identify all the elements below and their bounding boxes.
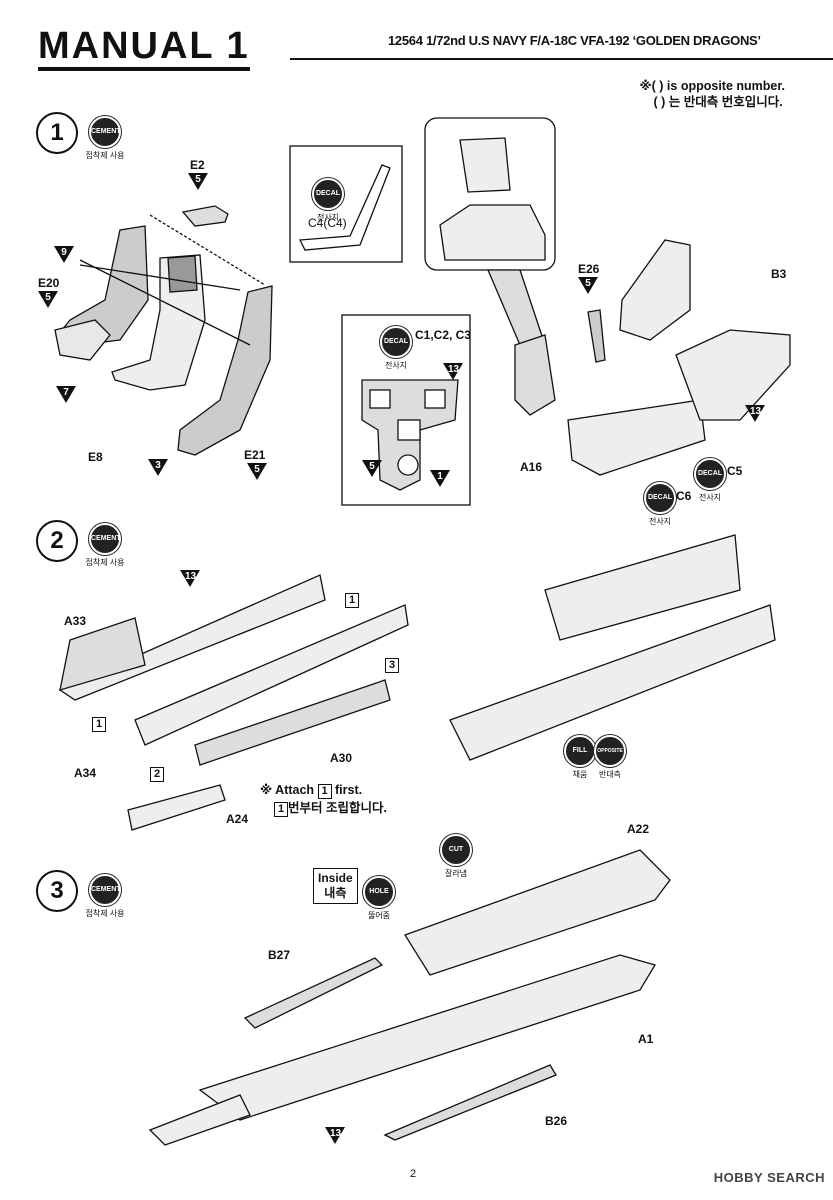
watermark: HOBBY SEARCH bbox=[713, 1170, 825, 1185]
cement-icon: CEMENT bbox=[89, 116, 121, 148]
part-b26-shape bbox=[383, 1064, 557, 1141]
part-label-c6: C6 bbox=[676, 489, 692, 503]
decal-badge-c1c2c3: DECAL 전사지 bbox=[378, 326, 414, 371]
cement-badge-step2: CEMENT 접착제 사용 bbox=[80, 523, 130, 568]
color-callout-e2: 5 bbox=[188, 173, 208, 190]
part-a30-shape bbox=[194, 679, 391, 766]
part-a1-shape bbox=[198, 954, 656, 1121]
part-e2-shape bbox=[181, 205, 229, 227]
header-rule bbox=[290, 58, 833, 60]
color-callout-panel-right: 1 bbox=[430, 470, 450, 487]
color-callout-panel-left: 5 bbox=[362, 460, 382, 477]
opposite-icon: OPPOSITE bbox=[594, 735, 626, 767]
hole-badge: HOLE 뚫어줌 bbox=[362, 876, 396, 921]
cut-icon: CUT bbox=[440, 834, 472, 866]
opposite-badge: OPPOSITE 반대측 bbox=[594, 735, 626, 780]
page-header: MANUAL 1 12564 1/72nd U.S NAVY F/A-18C V… bbox=[0, 0, 833, 78]
cement-icon: CEMENT bbox=[89, 523, 121, 555]
part-label-a30: A30 bbox=[330, 751, 353, 765]
kit-subtitle: 12564 1/72nd U.S NAVY F/A-18C VFA-192 ‘G… bbox=[388, 33, 761, 48]
color-callout-fuselage: 13 bbox=[180, 570, 200, 587]
cement-icon: CEMENT bbox=[89, 874, 121, 906]
decal-badge-c4: DECAL 전사지 bbox=[310, 178, 346, 223]
part-a16-shape bbox=[514, 334, 556, 416]
part-label-e20: E20 bbox=[38, 276, 60, 290]
note-english: ※( ) is opposite number. bbox=[639, 79, 786, 93]
part-label-a34: A34 bbox=[74, 766, 97, 780]
part-label-c4: C4(C4) bbox=[308, 216, 347, 230]
color-callout-e20-lower: 7 bbox=[56, 386, 76, 403]
color-callout-nose: 13 bbox=[325, 1127, 345, 1144]
color-callout-tub: 13 bbox=[745, 405, 765, 422]
page-number: 2 bbox=[410, 1168, 417, 1180]
cockpit-tub-shape bbox=[567, 399, 706, 476]
part-label-a16: A16 bbox=[520, 460, 543, 474]
part-label-e8: E8 bbox=[88, 450, 103, 464]
color-callout-e8: 3 bbox=[148, 459, 168, 476]
part-label-b26: B26 bbox=[545, 1114, 568, 1128]
part-a22-shape bbox=[404, 849, 671, 976]
part-label-e2: E2 bbox=[190, 158, 205, 172]
decal-icon: DECAL bbox=[312, 178, 344, 210]
step-2-number: 2 bbox=[36, 520, 78, 562]
decal-badge-c6: DECAL 전사지 bbox=[642, 482, 678, 527]
part-a24-shape bbox=[127, 784, 226, 831]
step-3-number: 3 bbox=[36, 870, 78, 912]
part-e26-shape bbox=[587, 309, 606, 363]
color-callout-e20: 5 bbox=[38, 291, 58, 308]
seq-1-left: 1 bbox=[92, 716, 106, 732]
part-label-e21: E21 bbox=[244, 448, 266, 462]
part-b27-shape bbox=[243, 957, 384, 1029]
part-label-e26: E26 bbox=[578, 262, 600, 276]
seq-2: 2 bbox=[150, 766, 164, 782]
hole-icon: HOLE bbox=[363, 876, 395, 908]
part-label-a33: A33 bbox=[64, 614, 87, 628]
part-b3-shape bbox=[675, 329, 791, 421]
opposite-number-note: ※( ) is opposite number. ( ) 는 반대측 번호입니다… bbox=[640, 78, 786, 110]
part-e21-shape bbox=[177, 285, 273, 456]
note-korean: ( ) 는 반대측 번호입니다. bbox=[653, 95, 783, 109]
fill-icon: FILL bbox=[564, 735, 596, 767]
part-label-a24: A24 bbox=[226, 812, 249, 826]
manual-title: MANUAL 1 bbox=[38, 25, 250, 71]
color-callout-e26: 5 bbox=[578, 277, 598, 294]
cut-badge: CUT 잘라냄 bbox=[438, 834, 474, 879]
decal-icon: DECAL bbox=[380, 326, 412, 358]
assembled-fuselage-shape bbox=[449, 604, 776, 761]
step-1-number: 1 bbox=[36, 112, 78, 154]
part-label-c1c2c3: C1,C2, C3 bbox=[415, 328, 472, 342]
part-label-a1: A1 bbox=[638, 1032, 654, 1046]
seq-3: 3 bbox=[385, 657, 399, 673]
decal-icon: DECAL bbox=[694, 458, 726, 490]
cement-badge-step3: CEMENT 접착제 사용 bbox=[80, 874, 130, 919]
part-label-c5: C5 bbox=[727, 464, 743, 478]
decal-icon: DECAL bbox=[644, 482, 676, 514]
inside-label: Inside 내측 bbox=[313, 868, 358, 904]
decal-badge-c5: DECAL 전사지 bbox=[692, 458, 728, 503]
color-callout-e21: 5 bbox=[247, 463, 267, 480]
color-callout-seat-belt: 9 bbox=[54, 246, 74, 263]
seq-1-top: 1 bbox=[345, 592, 359, 608]
color-callout-panel-top: 13 bbox=[443, 363, 463, 380]
fill-badge: FILL 채움 bbox=[564, 735, 596, 780]
part-label-a22: A22 bbox=[627, 822, 650, 836]
part-label-b3: B3 bbox=[771, 267, 787, 281]
part-label-b27: B27 bbox=[268, 948, 291, 962]
part-a34-shape bbox=[134, 604, 409, 746]
cement-badge-step1: CEMENT 접착제 사용 bbox=[80, 116, 130, 161]
